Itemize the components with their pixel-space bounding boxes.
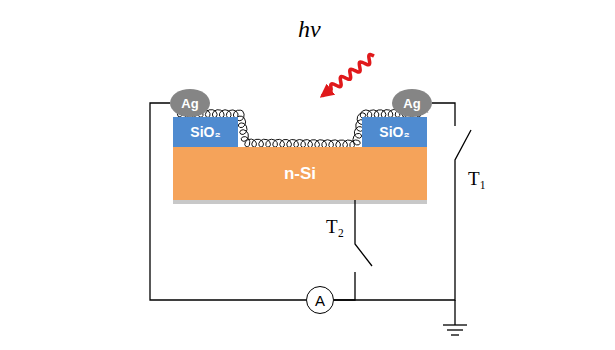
back-contact	[173, 200, 427, 204]
switch-label: T₁	[468, 168, 486, 190]
oxide-layer: SiO₂	[362, 117, 427, 147]
node-label: SiO₂	[190, 124, 220, 140]
silicon-substrate: n-Si	[173, 147, 427, 200]
silver-contact: Ag	[170, 89, 210, 117]
switch-wire	[334, 103, 471, 300]
ammeter-symbol: A	[306, 286, 334, 314]
node-label: A	[315, 292, 325, 309]
oxide-layer: SiO₂	[173, 117, 238, 147]
photon-arrow	[322, 55, 374, 96]
circuit-wire	[150, 103, 306, 300]
silver-contact: Ag	[392, 89, 432, 117]
node-label: SiO₂	[379, 124, 409, 140]
node-label: Ag	[181, 96, 198, 111]
ground-symbol	[443, 300, 467, 335]
switch-label: T₂	[326, 216, 344, 238]
photon-label: hν	[298, 16, 321, 43]
switch-wire	[334, 200, 372, 300]
node-label: n-Si	[284, 164, 316, 184]
node-label: Ag	[403, 96, 420, 111]
